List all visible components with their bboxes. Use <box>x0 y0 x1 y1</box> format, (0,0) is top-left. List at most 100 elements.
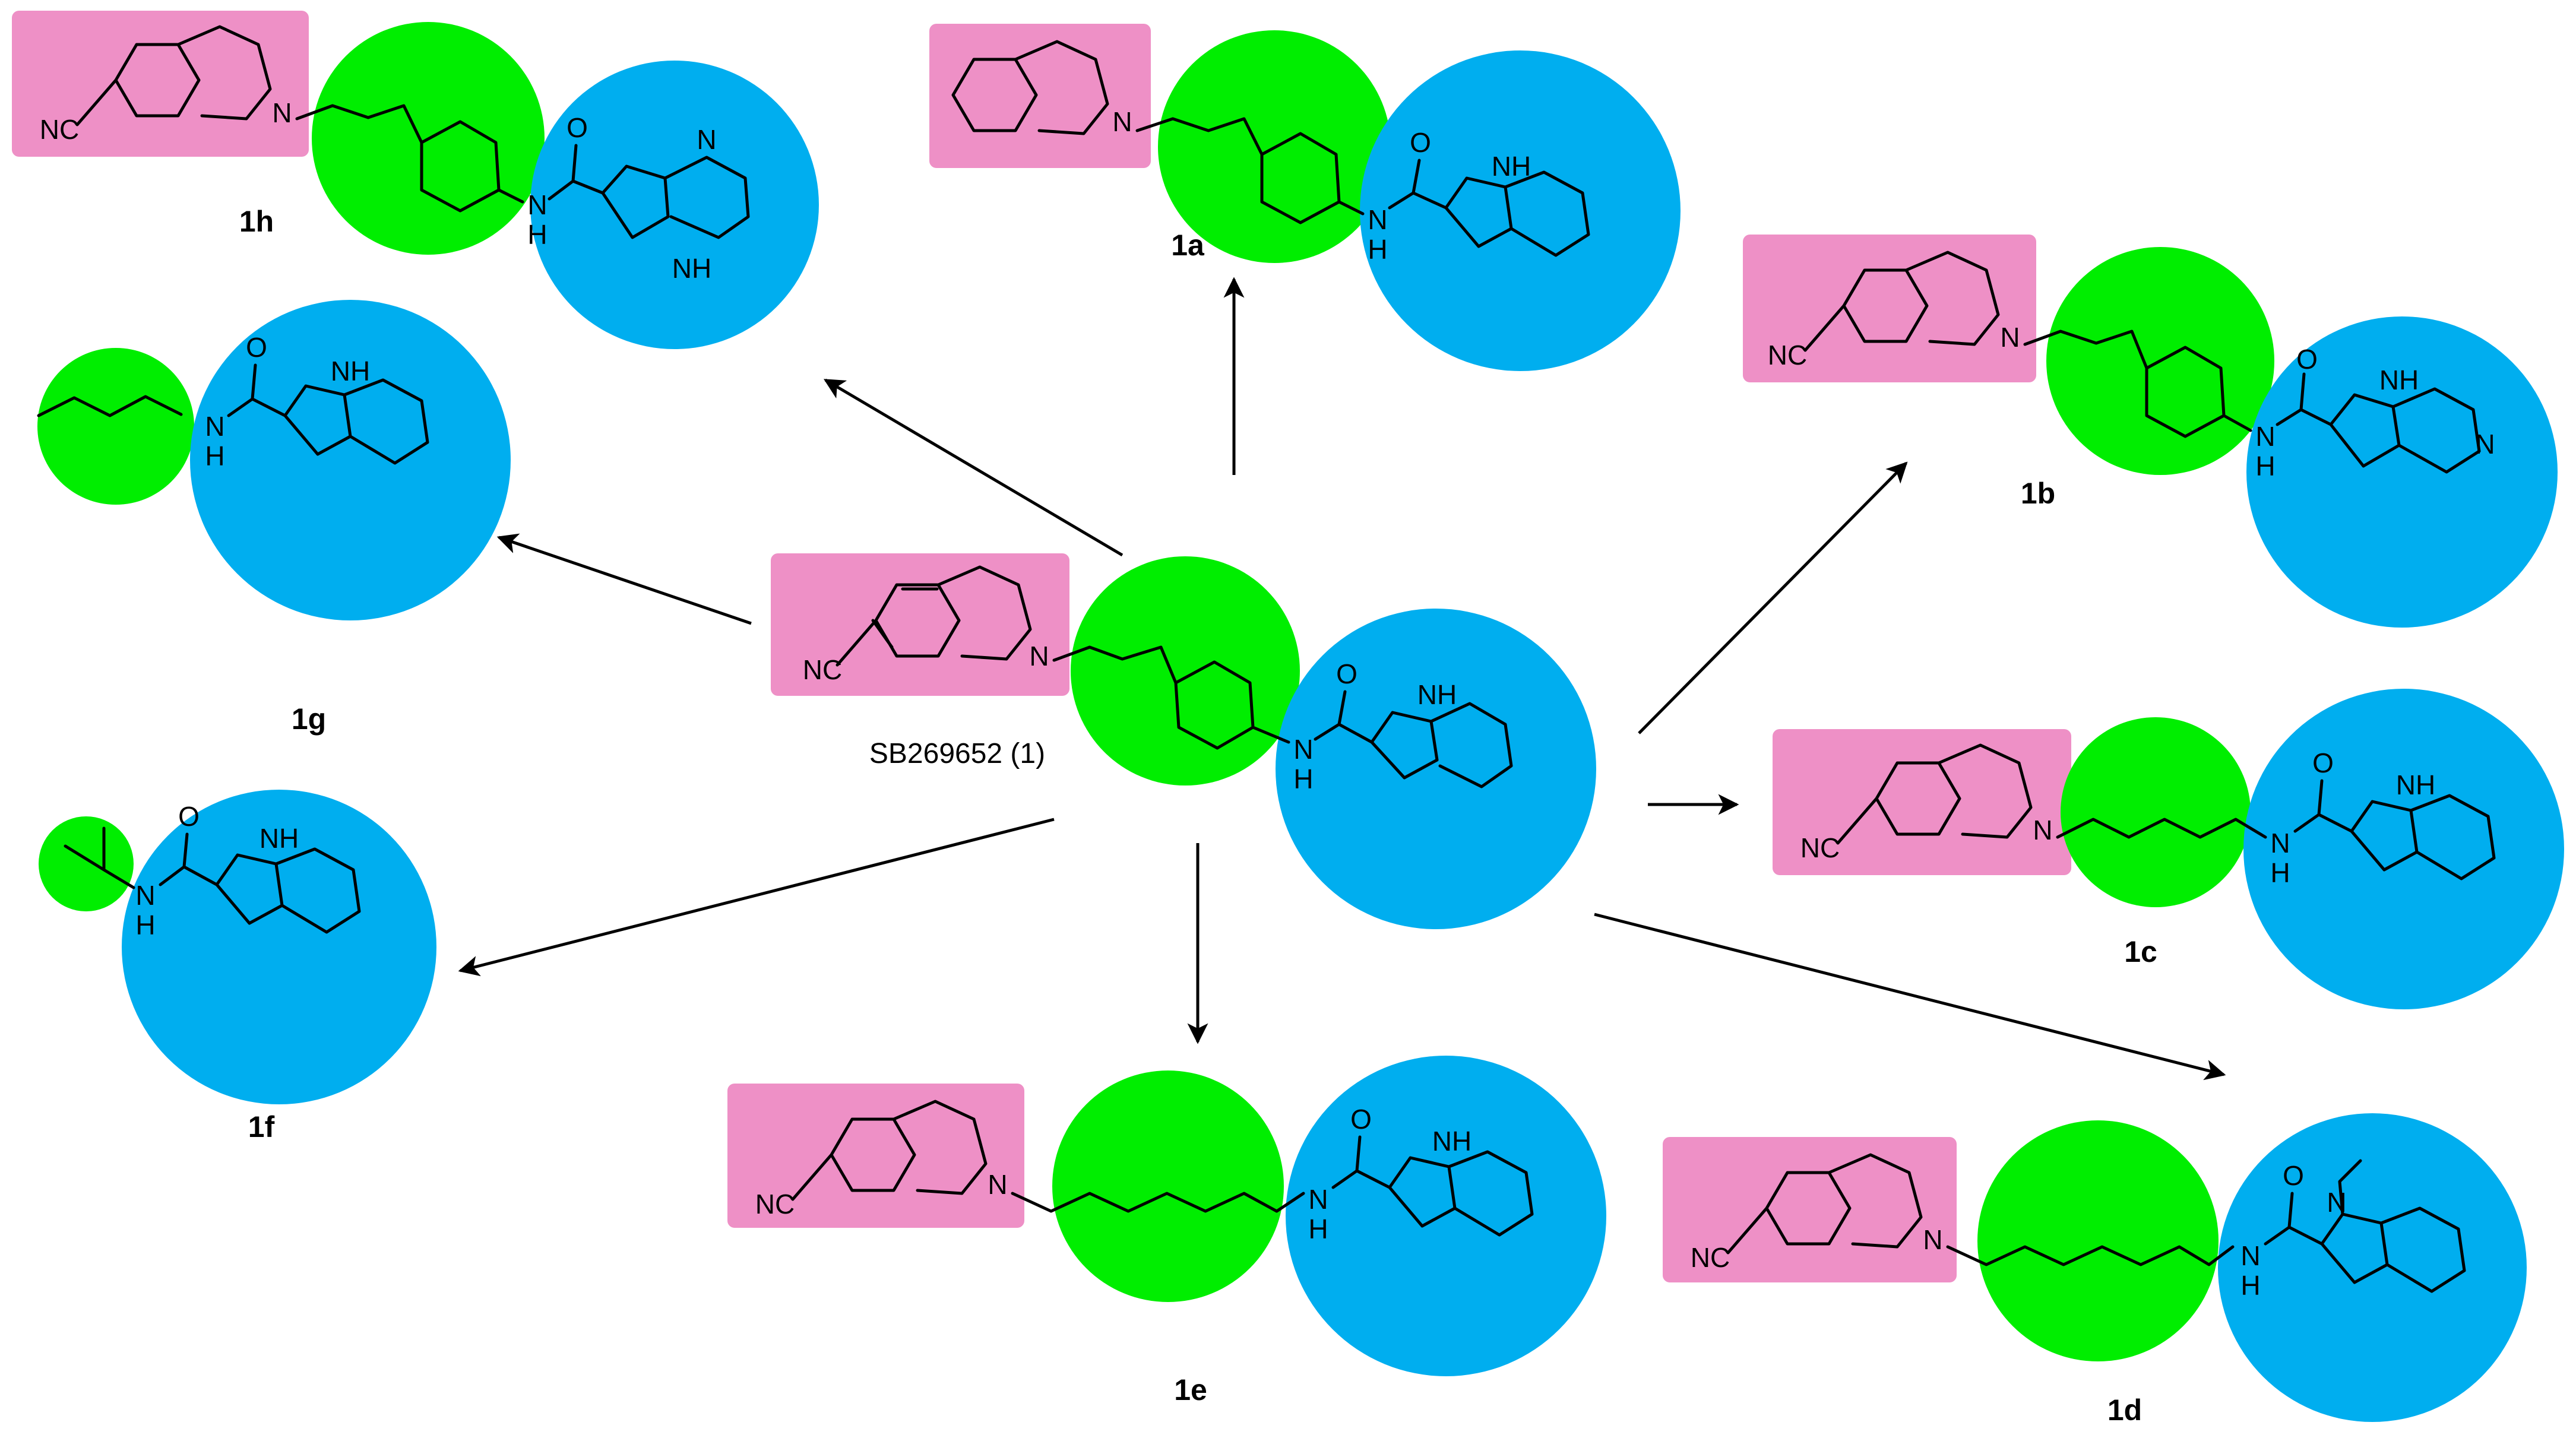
amide-h-1e: H <box>1308 1214 1328 1244</box>
compound-1h: NC N N H O N NH 1h <box>12 11 819 349</box>
amide-h-1c: H <box>2270 857 2290 888</box>
carbonyl-o-1g: O <box>246 332 267 363</box>
tail-circle-1d <box>2218 1113 2527 1422</box>
chain-bonds-1d <box>1946 1245 2235 1266</box>
parent-indole-nh: NH <box>1417 679 1457 710</box>
parent-compound: NC N N H O NH SB269652 (1) <box>771 553 1596 929</box>
label-1e: 1e <box>1174 1373 1207 1407</box>
indole-nh-1a: NH <box>1492 151 1531 182</box>
carbonyl-o-1e: O <box>1350 1104 1372 1135</box>
amide-n-1f: N <box>135 880 155 911</box>
compound-1f: N H O NH 1f <box>39 790 436 1144</box>
arrow-to-1d <box>1594 913 2226 1081</box>
amide-h-1a: H <box>1368 234 1387 265</box>
nitrile-atom-1h: NC <box>40 114 79 145</box>
parent-linker-bonds <box>1052 645 1290 750</box>
parent-label: SB269652 (1) <box>869 738 1045 769</box>
amide-n-1b: N <box>2255 421 2275 452</box>
amide-h-1d: H <box>2240 1270 2260 1301</box>
amide-n-1e: N <box>1308 1184 1328 1215</box>
head-box-1c <box>1773 729 2071 875</box>
label-1a: 1a <box>1171 229 1205 262</box>
linker-circle-1c <box>2061 717 2251 907</box>
nitrile-atom-1d: NC <box>1691 1242 1730 1273</box>
indole-bonds-1a <box>1388 159 1590 257</box>
indole-bonds-1f <box>159 832 361 934</box>
pyridine-n-1h: N <box>697 124 716 155</box>
amide-h-1f: H <box>135 910 155 940</box>
compound-1e: NC N N H O NH 1e <box>727 1056 1606 1407</box>
nitrile-atom-1e: NC <box>755 1189 795 1220</box>
tail-circle-1a <box>1360 50 1681 371</box>
chain-bonds-1g <box>37 395 183 417</box>
pyridine-n-1b: N <box>2475 429 2495 460</box>
thiq-bonds-1a <box>951 40 1109 135</box>
tail-circle-1e <box>1286 1056 1606 1376</box>
carbonyl-o-1h: O <box>567 112 588 143</box>
parent-tail-circle <box>1276 609 1596 929</box>
amide-n-1g: N <box>205 411 224 442</box>
isopropyl-bonds-1f <box>64 826 135 889</box>
arrow-to-1h <box>823 378 1124 557</box>
compound-1g: N H O NH 1g <box>37 300 511 736</box>
thiq-bonds-1h <box>75 25 272 126</box>
azaindole-bonds-1b <box>2276 372 2481 474</box>
parent-amide-n: N <box>1293 734 1313 765</box>
thiq-bonds-1c <box>1836 743 2033 845</box>
indole-bonds-1c <box>2293 779 2496 880</box>
parent-n-atom: N <box>1029 641 1049 672</box>
nitrile-atom-1b: NC <box>1768 340 1807 370</box>
linker-circle-1e <box>1052 1070 1284 1302</box>
linker-bonds-1b <box>2023 330 2252 438</box>
parent-amide-h: H <box>1293 764 1313 794</box>
amide-h-1g: H <box>205 441 224 471</box>
amide-n-1h: N <box>527 189 547 220</box>
n-atom-1a: N <box>1112 106 1132 137</box>
arrow-to-1b <box>1638 461 1908 734</box>
tail-circle-1h <box>530 61 819 349</box>
parent-nitrile-atom: NC <box>803 654 842 685</box>
azaindole-bonds-1h <box>548 144 750 239</box>
parent-indole-bonds <box>1314 690 1513 788</box>
linker-circle-1d <box>1977 1120 2219 1361</box>
label-1c: 1c <box>2124 935 2157 968</box>
arrow-to-1g <box>496 533 752 625</box>
linker-bonds-1a <box>1135 117 1365 224</box>
parent-head-box <box>771 553 1069 696</box>
label-1f: 1f <box>248 1110 275 1144</box>
indole-nh-1f: NH <box>260 823 299 854</box>
ring-nh-1b: NH <box>2379 365 2419 395</box>
tail-circle-1b <box>2246 316 2558 628</box>
label-1d: 1d <box>2107 1393 2142 1427</box>
parent-thiq-bonds <box>836 565 1032 667</box>
n-atom-1b: N <box>2000 322 2020 353</box>
methylindole-bonds-1d <box>2264 1159 2466 1293</box>
arrow-to-1f <box>458 818 1055 977</box>
indole-nh-1c: NH <box>2396 769 2435 800</box>
chain-bonds-1c <box>2056 818 2267 839</box>
carbonyl-o-1f: O <box>178 801 200 832</box>
linker-circle-1f <box>39 816 134 911</box>
amide-n-1c: N <box>2270 828 2290 859</box>
linker-circle-1g <box>37 348 194 505</box>
compound-1a: N N H O NH 1a <box>929 24 1681 371</box>
compound-1d: NC N N H O N 1d <box>1663 1113 2527 1427</box>
indole-nh-1e: NH <box>1432 1126 1471 1157</box>
arrows <box>458 277 2226 1081</box>
n-atom-1c: N <box>2033 815 2052 845</box>
carbonyl-o-1a: O <box>1410 127 1431 158</box>
amide-h-1b: H <box>2255 451 2275 482</box>
ring-nh-1h: NH <box>672 253 711 284</box>
label-1g: 1g <box>292 702 326 736</box>
head-box-1b <box>1743 235 2036 382</box>
n-atom-1h: N <box>272 97 292 128</box>
indole-bonds-1e <box>1331 1135 1534 1237</box>
label-1b: 1b <box>2021 477 2055 510</box>
label-1h: 1h <box>239 205 274 238</box>
amide-h-1h: H <box>527 219 547 250</box>
tail-circle-1c <box>2243 689 2564 1009</box>
head-box-1h <box>12 11 309 157</box>
carbonyl-o-1b: O <box>2296 344 2318 375</box>
chain-bonds-1e <box>1011 1192 1305 1213</box>
